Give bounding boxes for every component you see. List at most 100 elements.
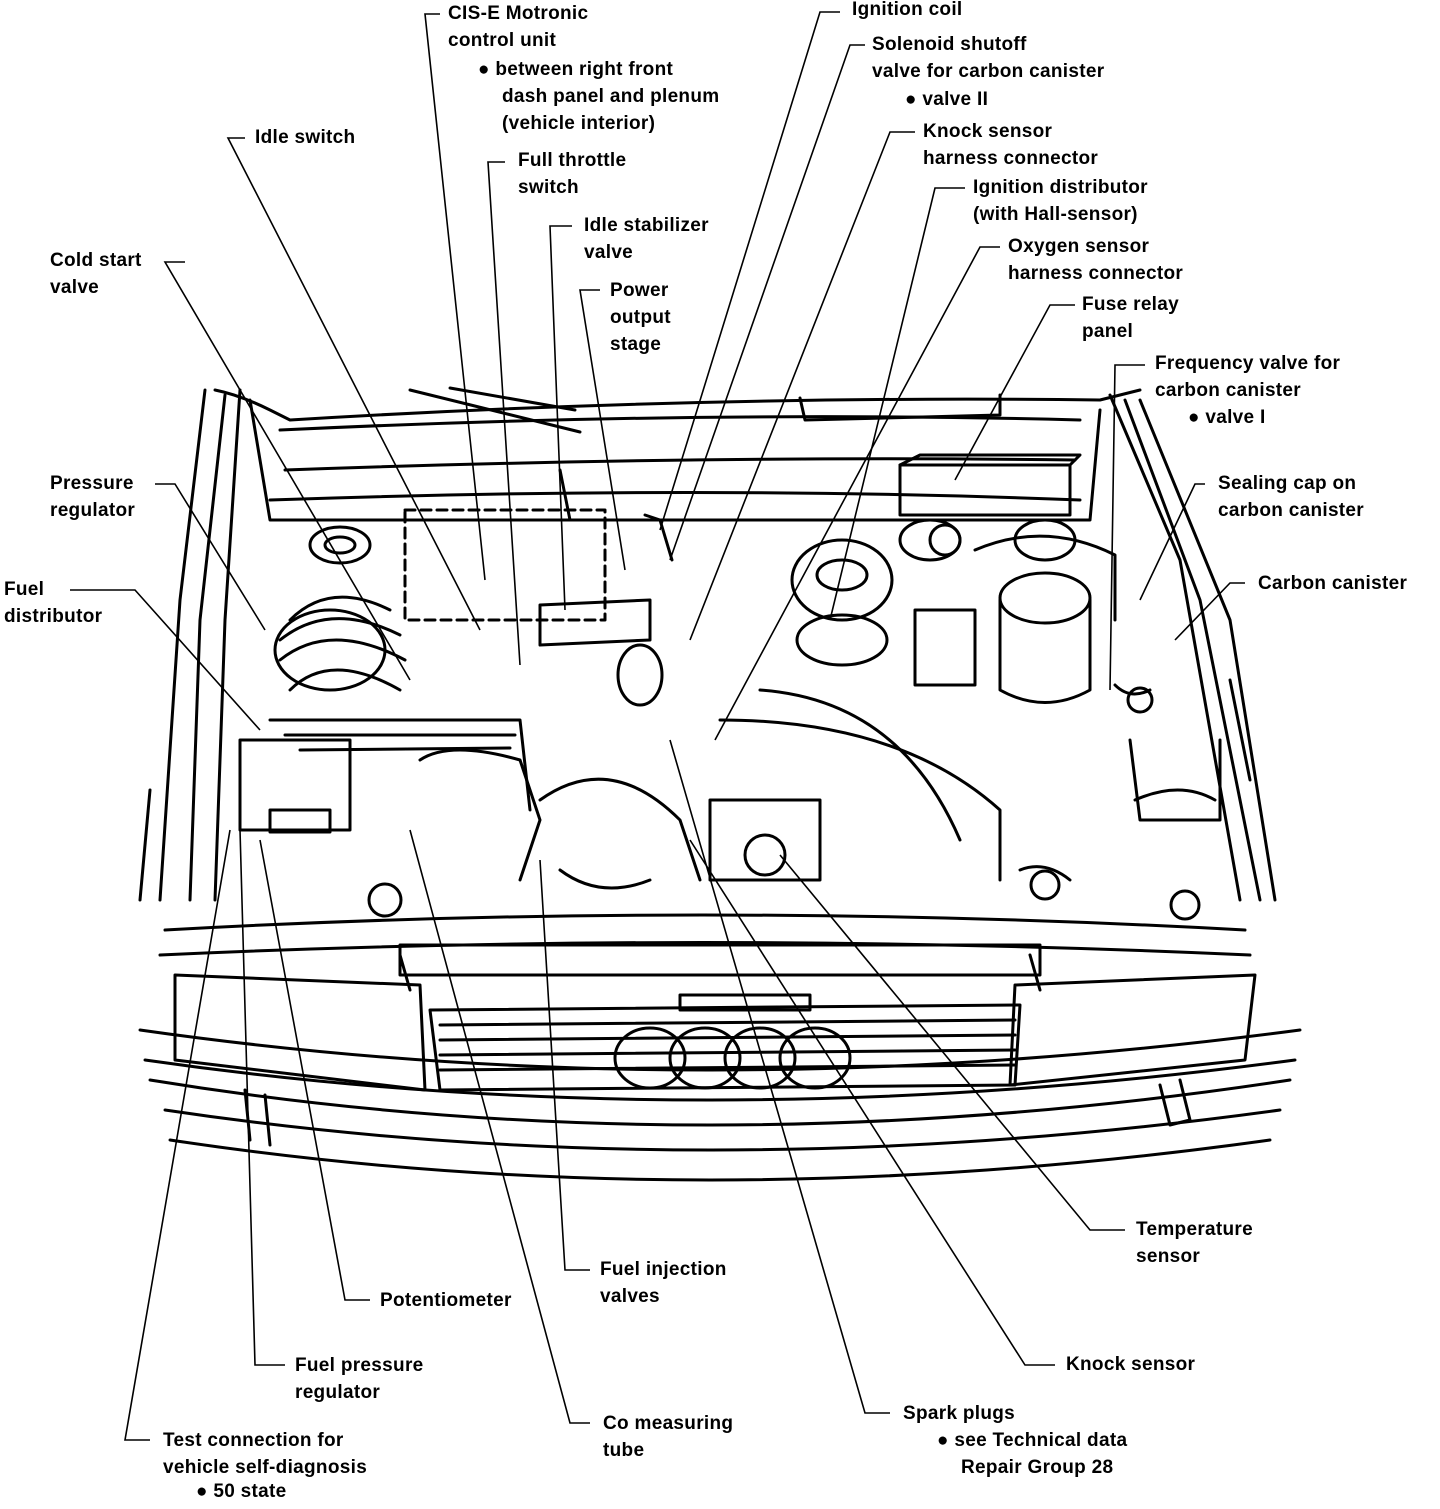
label-test-connection: Test connection for vehicle self-diagnos… xyxy=(163,1427,367,1481)
leader-ign-dist xyxy=(829,187,965,621)
leader-knock-sensor xyxy=(689,839,1055,1366)
label-line: valve xyxy=(584,242,634,263)
note-test-connection: ● 50 state xyxy=(196,1479,287,1504)
label-line: Sealing cap on xyxy=(1218,473,1357,494)
label-line: carbon canister xyxy=(1218,500,1364,521)
label-fuel-injection-valves: Fuel injection valves xyxy=(600,1256,727,1310)
label-potentiometer: Potentiometer xyxy=(380,1287,512,1314)
label-line: regulator xyxy=(50,500,136,521)
label-line: Frequency valve for xyxy=(1155,353,1341,374)
note-line: ● valve I xyxy=(1188,407,1266,428)
note-line: (vehicle interior) xyxy=(502,113,656,134)
label-line: Co measuring xyxy=(603,1413,734,1434)
label-line: panel xyxy=(1082,321,1134,342)
label-line: Idle stabilizer xyxy=(584,215,709,236)
note-spark-plugs: ● see Technical data Repair Group 28 xyxy=(937,1427,1127,1481)
leader-fuel-inj xyxy=(539,859,590,1271)
components xyxy=(238,453,1222,921)
label-line: Ignition coil xyxy=(852,0,963,20)
note-solenoid: ● valve II xyxy=(905,86,988,113)
label-line: Knock sensor xyxy=(923,121,1053,142)
leader-sealing-cap xyxy=(1139,483,1205,601)
leader-fuse-relay xyxy=(954,304,1075,481)
fenders xyxy=(138,388,1277,902)
label-line: tube xyxy=(603,1440,645,1461)
label-spark-plugs: Spark plugs xyxy=(903,1400,1015,1427)
label-line: output xyxy=(610,307,671,328)
leader-cold-start xyxy=(163,261,411,681)
label-power-output-stage: Power output stage xyxy=(610,277,671,358)
front-end xyxy=(138,913,1302,1182)
label-knock-sensor: Knock sensor xyxy=(1066,1351,1195,1378)
label-line: control unit xyxy=(448,30,557,51)
leader-fuel-dist xyxy=(70,589,261,731)
label-line: Spark plugs xyxy=(903,1403,1016,1424)
label-line: Oxygen sensor xyxy=(1008,236,1150,257)
label-full-throttle-switch: Full throttle switch xyxy=(518,147,626,201)
leader-cis-e xyxy=(424,13,486,581)
leader-idle-switch xyxy=(226,137,481,631)
label-solenoid-shutoff-valve: Solenoid shutoff valve for carbon canist… xyxy=(872,31,1104,85)
label-line: Knock sensor xyxy=(1066,1354,1196,1375)
label-line: CIS-E Motronic xyxy=(448,3,589,24)
label-line: Power xyxy=(610,280,669,301)
note-frequency-valve: ● valve I xyxy=(1188,404,1266,431)
leader-pressure-reg xyxy=(155,483,266,631)
note-line: ● valve II xyxy=(905,89,989,110)
label-cold-start-valve: Cold start valve xyxy=(50,247,142,301)
label-fuel-pressure-regulator: Fuel pressure regulator xyxy=(295,1352,424,1406)
leader-full-throttle xyxy=(487,161,521,666)
label-line: switch xyxy=(518,177,579,198)
leader-idle-stab xyxy=(549,225,572,611)
leader-co-tube xyxy=(409,829,590,1424)
label-line: Full throttle xyxy=(518,150,627,171)
leader-temp-sensor xyxy=(779,854,1125,1231)
label-line: Ignition distributor xyxy=(973,177,1148,198)
label-idle-switch: Idle switch xyxy=(255,124,355,151)
leader-oxygen xyxy=(714,246,1000,741)
label-ignition-distributor: Ignition distributor (with Hall-sensor) xyxy=(973,174,1148,228)
label-line: Fuel pressure xyxy=(295,1355,424,1376)
label-oxygen-sensor-harness-connector: Oxygen sensor harness connector xyxy=(1008,233,1183,287)
label-line: Temperature xyxy=(1136,1219,1253,1240)
leader-carbon-canister xyxy=(1174,582,1245,641)
label-knock-sensor-harness-connector: Knock sensor harness connector xyxy=(923,118,1098,172)
label-line: stage xyxy=(610,334,662,355)
label-line: valve xyxy=(50,277,100,298)
label-sealing-cap: Sealing cap on carbon canister xyxy=(1218,470,1364,524)
label-line: Solenoid shutoff xyxy=(872,34,1027,55)
label-line: Idle switch xyxy=(255,127,356,148)
label-line: Fuel xyxy=(4,579,45,600)
note-cis-e-location: ● between right front dash panel and ple… xyxy=(478,56,719,137)
leader-power-output xyxy=(579,289,626,571)
note-line: Repair Group 28 xyxy=(961,1457,1114,1478)
label-idle-stabilizer-valve: Idle stabilizer valve xyxy=(584,212,709,266)
leader-knock-conn xyxy=(689,131,915,641)
label-line: Potentiometer xyxy=(380,1290,512,1311)
label-fuel-distributor: Fuel distributor xyxy=(4,576,102,630)
note-line: ● see Technical data xyxy=(937,1430,1128,1451)
hood-outline xyxy=(213,386,1142,522)
label-line: Pressure xyxy=(50,473,134,494)
label-line: (with Hall-sensor) xyxy=(973,204,1138,225)
leader-potentiometer xyxy=(259,839,370,1301)
label-line: Fuse relay xyxy=(1082,294,1179,315)
label-line: regulator xyxy=(295,1382,381,1403)
leader-solenoid xyxy=(669,44,865,561)
note-line: dash panel and plenum xyxy=(502,86,720,107)
leader-fuel-press-reg xyxy=(239,829,285,1366)
label-cis-e-motronic-control-unit: CIS-E Motronic control unit xyxy=(448,0,588,54)
label-line: Cold start xyxy=(50,250,142,271)
note-line: ● 50 state xyxy=(196,1481,287,1502)
leader-ignition-coil xyxy=(659,11,840,531)
label-co-measuring-tube: Co measuring tube xyxy=(603,1410,733,1464)
leader-spark-plugs xyxy=(669,739,890,1414)
label-line: valves xyxy=(600,1286,660,1307)
label-line: vehicle self-diagnosis xyxy=(163,1457,368,1478)
label-line: Fuel injection xyxy=(600,1259,727,1280)
label-fuse-relay-panel: Fuse relay panel xyxy=(1082,291,1179,345)
leader-lines xyxy=(70,11,1245,1441)
label-line: sensor xyxy=(1136,1246,1201,1267)
